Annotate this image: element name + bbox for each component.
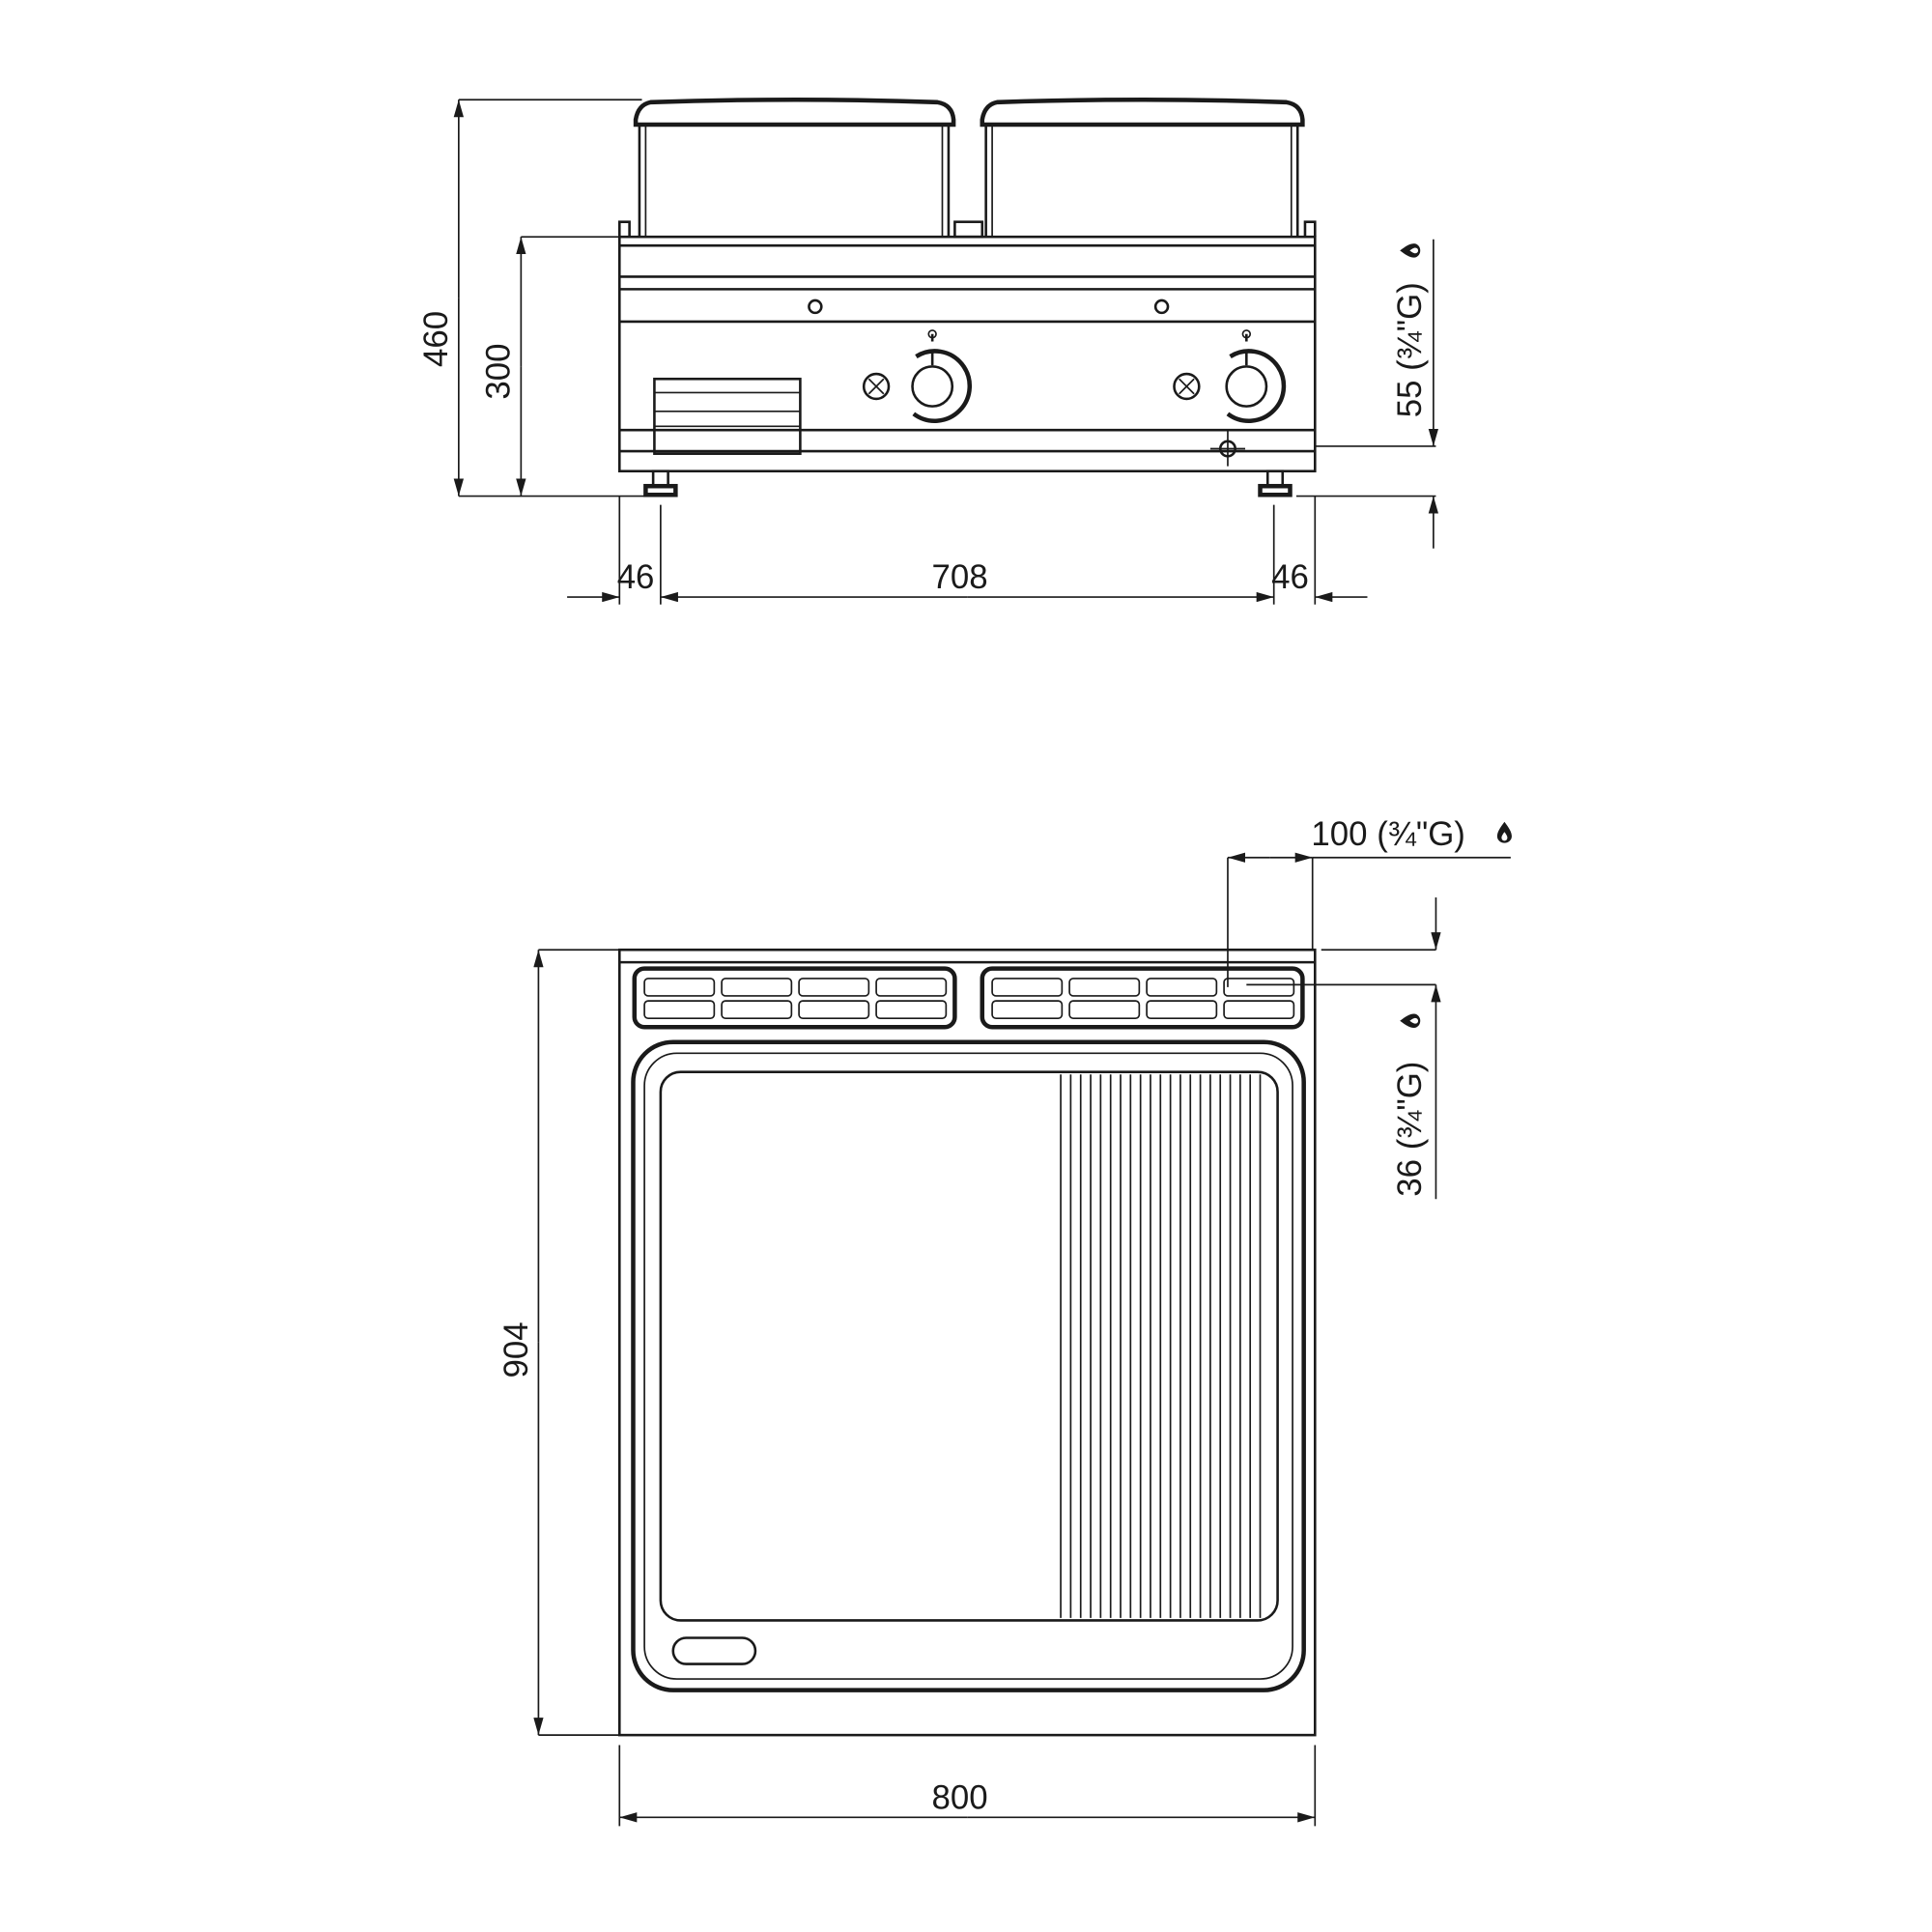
control-knob-left [862,329,972,423]
dim-gas-inlet-side: 100 (¾"G) [1311,815,1464,853]
griddle-cover-right [980,97,1305,238]
dim-foot-span: 708 [931,558,987,596]
griddle-cover-left [633,97,956,238]
appliance-top-outline [618,948,1317,1737]
dim-gas-inlet-height: 55 (¾"G) [1391,282,1429,417]
front-view: 460 300 55 (¾"G) 46 708 46 [417,97,1439,605]
dim-depth: 904 [497,1321,535,1378]
adjustable-foot-left [643,469,678,497]
ribbed-griddle-section [1060,1074,1262,1618]
pilot-light-right [1153,298,1170,315]
pilot-light-left [808,298,823,315]
dim-width: 800 [931,1778,987,1816]
gas-flame-icon [1400,1013,1421,1029]
drip-drawer [653,377,802,455]
control-knob-right [1173,329,1287,423]
griddle-tray [631,1039,1306,1692]
dim-height-total: 460 [417,311,455,367]
gas-flame-icon [1496,821,1512,843]
adjustable-foot-right [1258,469,1293,497]
dim-foot-offset-left: 46 [617,558,655,596]
dim-height-body: 300 [480,343,518,399]
dim-gas-inlet-back: 36 (¾"G) [1391,1062,1429,1197]
gas-inlet-marker [1209,431,1246,467]
appliance-body [618,235,1317,473]
flue-vent-left [632,966,957,1030]
griddle-plate [659,1070,1279,1622]
flue-vent-right [980,966,1305,1030]
grease-drain-slot [671,1636,757,1665]
dim-foot-offset-right: 46 [1271,558,1309,596]
gas-flame-icon [1400,243,1421,258]
cover-gap-block [953,220,984,239]
top-view: 904 800 100 (¾"G) 36 (¾"G) [497,815,1512,1827]
